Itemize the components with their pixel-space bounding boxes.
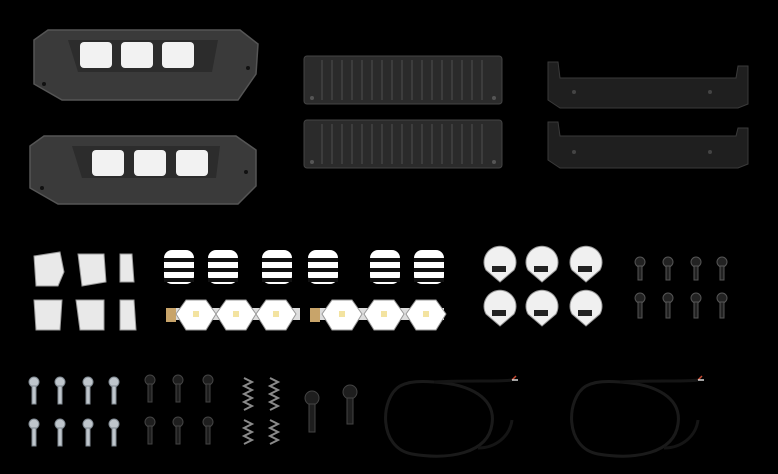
led-board-right [310,299,447,331]
spring-group [241,377,281,445]
half-lens-group [483,245,603,327]
clear-reflector-group [33,251,137,331]
wire-harness-left [384,375,518,458]
light-housing-top [33,29,259,101]
large-bolt-group [304,384,358,433]
small-black-screw-group [634,256,728,319]
wire-harness-right [570,375,704,458]
mounting-bracket-bottom [547,121,749,169]
mounting-bracket-top [547,61,749,109]
heatsink-top [303,55,503,105]
light-housing-bottom [29,135,257,205]
silver-screw-group [28,376,120,447]
led-board-left [166,299,300,331]
heatsink-bottom [303,119,503,169]
black-bolt-group [144,374,214,445]
striped-lens-group [164,250,444,284]
